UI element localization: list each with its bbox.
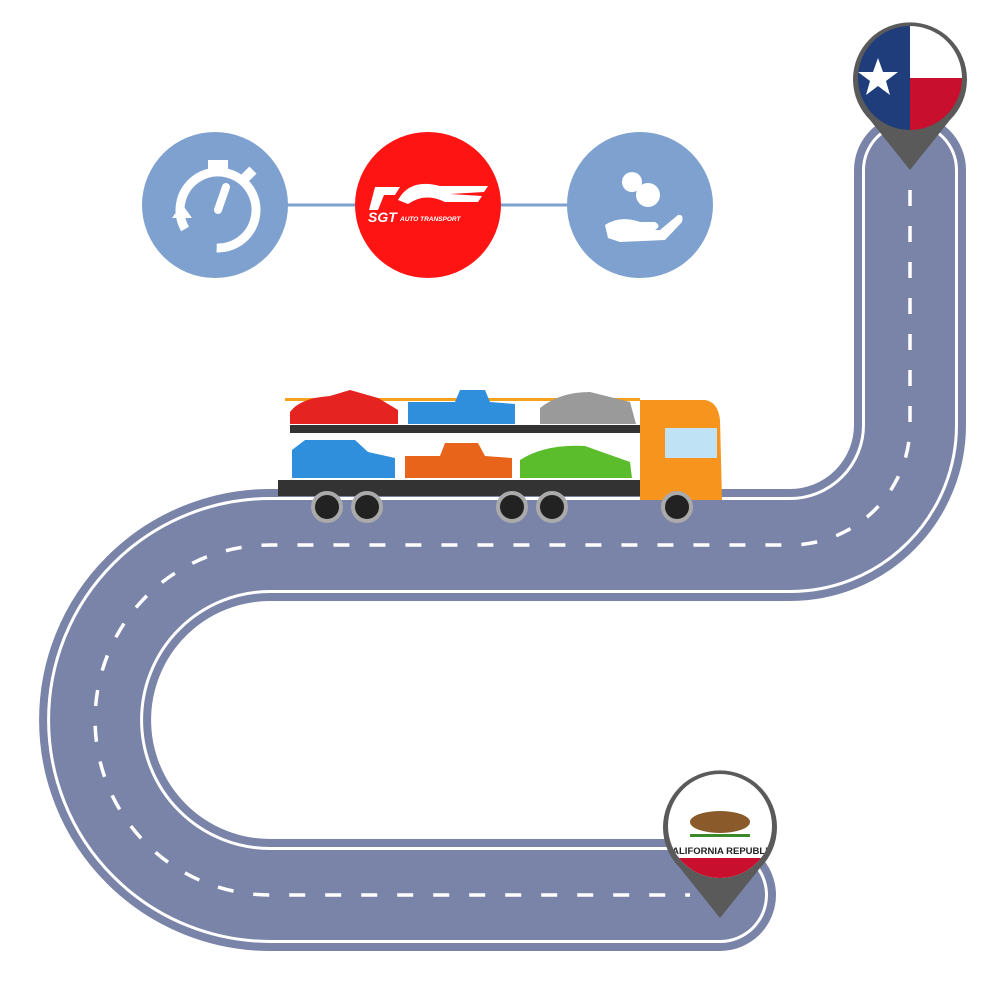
car-carrier-truck (278, 390, 722, 523)
stopwatch-icon (142, 132, 288, 278)
logo-tagline: AUTO TRANSPORT (399, 216, 461, 223)
lane-markings (93, 190, 912, 897)
cars-lower (292, 440, 632, 478)
flag-text: CALIFORNIA REPUBLIC (665, 846, 775, 857)
wheels (311, 491, 693, 523)
sgt-logo: SGT AUTO TRANSPORT (355, 132, 501, 278)
california-pin: CALIFORNIA REPUBLIC (662, 770, 777, 918)
logo-brand: SGT (368, 209, 398, 225)
texas-pin (853, 22, 968, 170)
hand-coins-icon (567, 132, 713, 278)
cars-upper (290, 390, 636, 424)
road (39, 114, 966, 951)
